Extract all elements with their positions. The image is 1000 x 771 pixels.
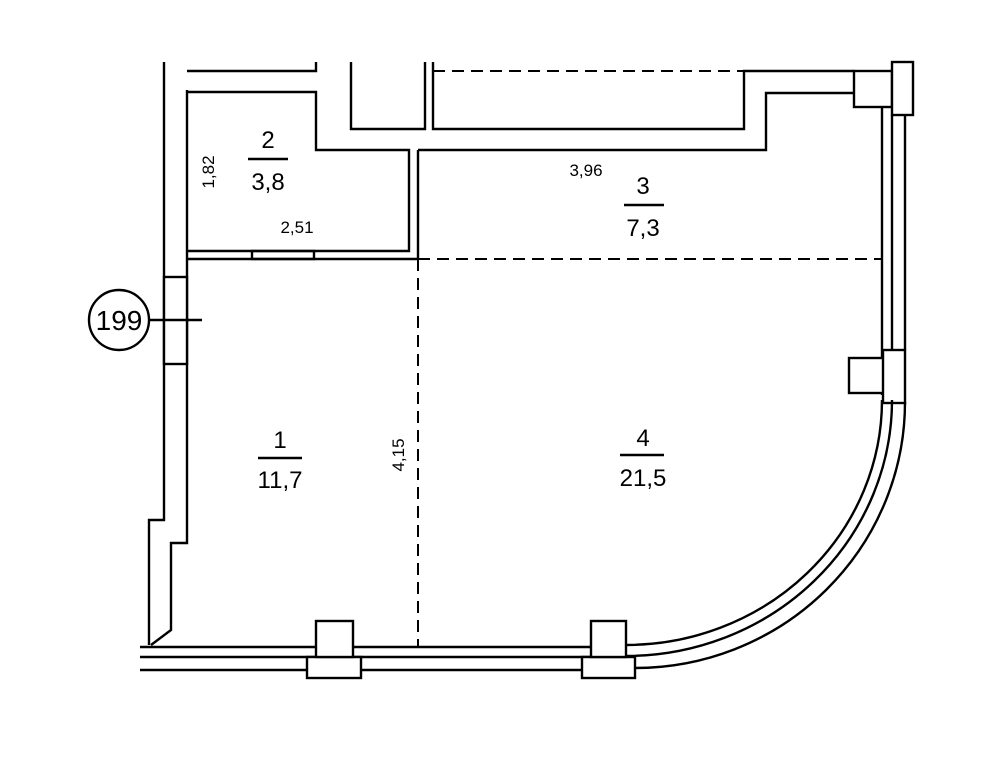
room-area: 11,7 [258, 467, 303, 494]
room-number: 3 [636, 173, 649, 200]
room-1-label: 1 11,7 [258, 427, 303, 494]
dimension-room1-depth: 4,15 [389, 438, 408, 471]
room-area: 3,8 [251, 169, 284, 196]
zone-dividers [417, 70, 882, 647]
dimension-room2-height: 1,82 [199, 155, 218, 188]
walls [140, 60, 915, 680]
dimension-room2-width: 2,51 [280, 218, 313, 237]
room-area: 7,3 [626, 215, 659, 242]
room-number: 2 [261, 127, 274, 154]
room-2-label: 2 3,8 [248, 127, 288, 196]
room-area: 21,5 [620, 465, 667, 492]
plan-marker-label: 199 [96, 305, 143, 336]
room-number: 4 [636, 425, 649, 452]
dimension-room3-width: 3,96 [569, 161, 602, 180]
room-3-label: 3 7,3 [624, 173, 664, 242]
room-number: 1 [273, 427, 286, 454]
plan-marker: 199 [87, 288, 202, 352]
room-4-label: 4 21,5 [620, 425, 667, 492]
